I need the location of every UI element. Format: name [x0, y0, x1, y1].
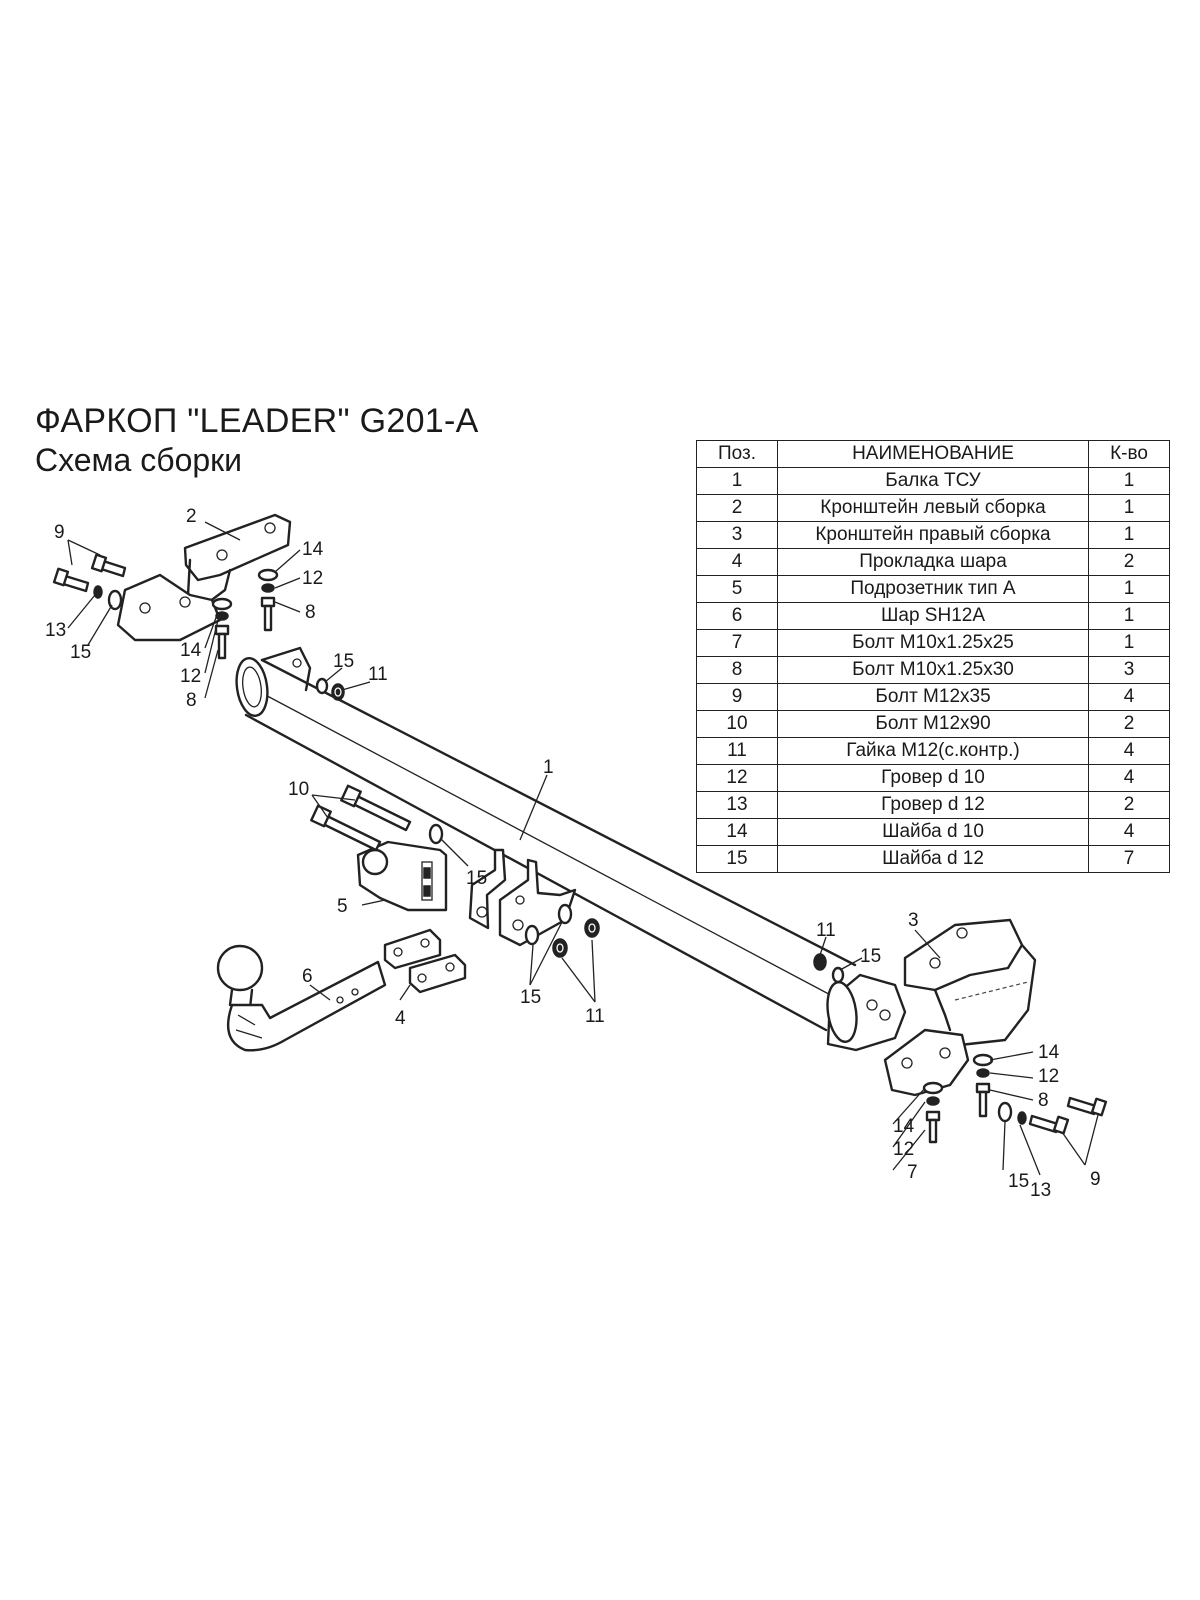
- cell-qty: 1: [1088, 467, 1170, 495]
- callout-12-right-upper: 12: [1038, 1066, 1059, 1087]
- callout-15-top: 15: [333, 651, 354, 672]
- hardware-right: [813, 953, 1108, 1144]
- cell-qty: 2: [1088, 548, 1170, 576]
- callout-15-left: 15: [70, 642, 91, 663]
- cell-pos: 5: [696, 575, 778, 603]
- cell-name: Подрозетник тип А: [777, 575, 1089, 603]
- cell-qty: 1: [1088, 575, 1170, 603]
- cell-name: Болт М12x35: [777, 683, 1089, 711]
- cell-qty: 1: [1088, 629, 1170, 657]
- callout-1: 1: [543, 757, 554, 778]
- callout-10: 10: [288, 779, 309, 800]
- cell-name: Шайба d 10: [777, 818, 1089, 846]
- ball-mount-plates: [468, 848, 577, 947]
- callout-8-right: 8: [1038, 1090, 1049, 1111]
- right-bracket: [883, 918, 1037, 1097]
- callout-5: 5: [337, 896, 348, 917]
- cell-name: Шайба d 12: [777, 845, 1089, 873]
- hardware-middle: [428, 823, 600, 958]
- callout-15-middle: 15: [520, 987, 541, 1008]
- cell-qty: 2: [1088, 710, 1170, 738]
- cell-name: Гровер d 12: [777, 791, 1089, 819]
- callout-13-left: 13: [45, 620, 66, 641]
- drawing-title: ФАРКОП "LEADER" G201-A: [35, 402, 479, 440]
- cell-pos: 11: [696, 737, 778, 765]
- tow-beam: [235, 646, 907, 1052]
- cell-pos: 3: [696, 521, 778, 549]
- cell-name: Болт М10x1.25x30: [777, 656, 1089, 684]
- callout-13-right: 13: [1030, 1180, 1051, 1201]
- cell-pos: 4: [696, 548, 778, 576]
- callout-4: 4: [395, 1008, 406, 1029]
- callout-11-middle: 11: [585, 1006, 605, 1027]
- ball-spacers: [383, 928, 467, 994]
- callout-7: 7: [907, 1162, 918, 1183]
- cell-qty: 3: [1088, 656, 1170, 684]
- tow-ball: [216, 944, 387, 1052]
- callout-15-socket: 15: [466, 868, 487, 889]
- col-header-qty: К-во: [1088, 440, 1170, 468]
- cell-name: Шар SH12A: [777, 602, 1089, 630]
- callout-12-left-upper: 12: [302, 568, 323, 589]
- hardware-left: [52, 553, 345, 701]
- callout-6: 6: [302, 966, 313, 987]
- callout-11-top: 11: [368, 664, 388, 685]
- callout-12-left-lower: 12: [180, 666, 201, 687]
- cell-qty: 2: [1088, 791, 1170, 819]
- cell-pos: 13: [696, 791, 778, 819]
- cell-pos: 6: [696, 602, 778, 630]
- callout-14-right-lower: 14: [893, 1116, 915, 1137]
- callout-8-left-upper: 8: [305, 602, 316, 623]
- cell-name: Гровер d 10: [777, 764, 1089, 792]
- cell-pos: 14: [696, 818, 778, 846]
- callout-14-right-upper: 14: [1038, 1042, 1060, 1063]
- cell-name: Болт М10x1.25x25: [777, 629, 1089, 657]
- cell-pos: 10: [696, 710, 778, 738]
- socket-plate: [356, 840, 448, 912]
- callout-15-right-beam: 15: [860, 946, 881, 967]
- cell-qty: 4: [1088, 818, 1170, 846]
- bolts-m12x90: [310, 784, 412, 852]
- drawing-subtitle: Схема сборки: [35, 442, 243, 478]
- callout-9-left: 9: [54, 522, 65, 543]
- callout-15-right: 15: [1008, 1171, 1029, 1192]
- callout-14-left-lower: 14: [180, 640, 202, 661]
- cell-name: Прокладка шара: [777, 548, 1089, 576]
- callout-3: 3: [908, 910, 919, 931]
- leader-lines: [67, 521, 1099, 1176]
- callout-9-right: 9: [1090, 1169, 1101, 1190]
- cell-pos: 8: [696, 656, 778, 684]
- callout-2: 2: [186, 506, 197, 527]
- callout-14-left-upper: 14: [302, 539, 324, 560]
- col-header-pos: Поз.: [696, 440, 778, 468]
- cell-qty: 1: [1088, 494, 1170, 522]
- parts-table-header: Поз. НАИМЕНОВАНИЕ К-во: [696, 440, 1170, 468]
- cell-pos: 7: [696, 629, 778, 657]
- callout-11-right: 11: [816, 920, 836, 941]
- callout-8-left-lower: 8: [186, 690, 197, 711]
- left-bracket: [116, 513, 292, 642]
- callout-12-right-lower: 12: [893, 1139, 914, 1160]
- callout-labels: 1 2 3 4 5 6 7 8 8 8 9 9 10 11 11 11 12 1…: [45, 506, 1101, 1201]
- cell-qty: 7: [1088, 845, 1170, 873]
